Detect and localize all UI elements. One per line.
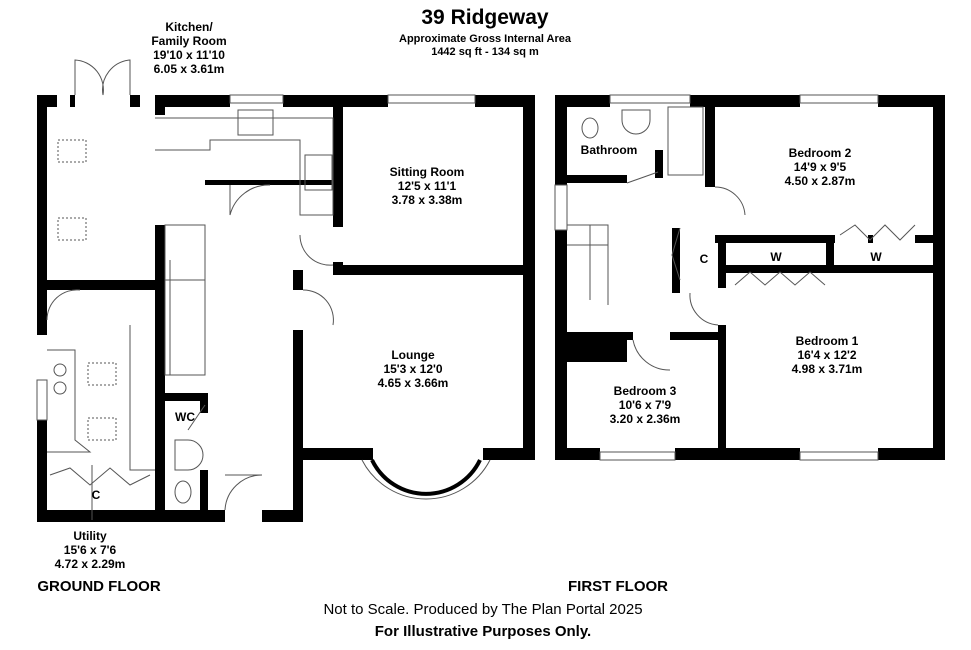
area-subtitle: Approximate Gross Internal Area <box>399 33 571 45</box>
room-label-wc: WC <box>175 410 195 424</box>
room-label-wardrobe-2: W <box>870 250 882 264</box>
ground-floor-fittings <box>36 59 491 520</box>
room-label-wardrobe-1: W <box>770 250 782 264</box>
first-floor-fittings <box>554 94 916 461</box>
room-label-landing-cupboard: C <box>699 252 709 266</box>
footer-illustrative: For Illustrative Purposes Only. <box>374 623 592 640</box>
ground-floor-walls <box>37 95 535 522</box>
ground-floor-label: GROUND FLOOR <box>37 578 161 595</box>
area-total: 1442 sq ft - 134 sq m <box>431 46 539 58</box>
first-floor-walls <box>555 95 945 460</box>
first-floor-label: FIRST FLOOR <box>568 578 668 595</box>
room-label-bathroom: Bathroom <box>580 143 638 157</box>
room-label-utility-cupboard: C <box>91 488 101 502</box>
footer-disclaimer: Not to Scale. Produced by The Plan Porta… <box>323 601 643 618</box>
property-title: 39 Ridgeway <box>421 6 549 29</box>
